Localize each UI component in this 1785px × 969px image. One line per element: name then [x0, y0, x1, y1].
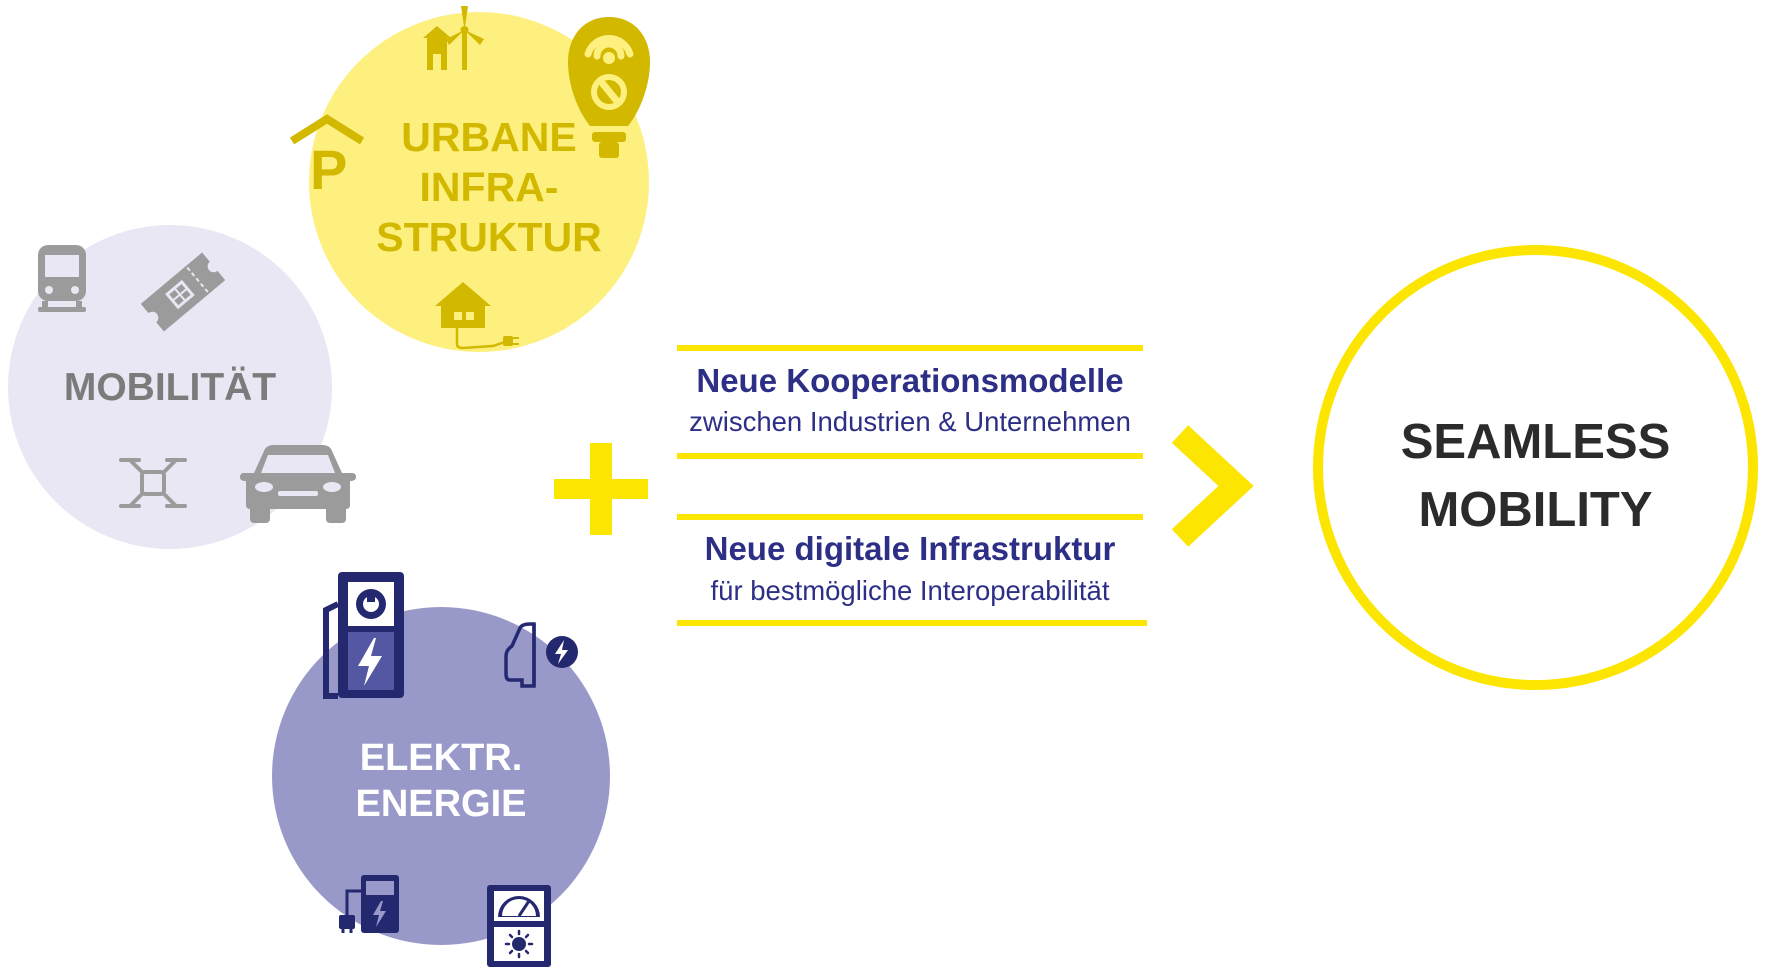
- digital-infrastructure-title: Neue digitale Infrastruktur: [704, 530, 1116, 567]
- drone-icon: [119, 458, 187, 508]
- car-icon: [240, 445, 356, 523]
- seamless-label-line-2: MOBILITY: [1418, 483, 1653, 538]
- energy-label-line-2: ENERGIE: [355, 783, 527, 826]
- energy-label-line-1: ELEKTR.: [359, 737, 523, 779]
- divider-line-bottom: [677, 620, 1147, 626]
- parking-meter-icon: [568, 17, 650, 158]
- meter-icon: [487, 885, 551, 967]
- urban-label-line-3: STRUKTUR: [376, 214, 602, 261]
- cooperation-models-subtitle: zwischen Industrien & Unternehmen: [689, 406, 1131, 437]
- mobility-label-line-1: MOBILITÄT: [63, 366, 277, 409]
- divider-line-middle-1: [677, 453, 1143, 459]
- house-plug-icon: [435, 282, 519, 350]
- urban-infrastructure-label: URBANE INFRA- STRUKTUR: [349, 112, 629, 262]
- chevron-right-icon: [1171, 425, 1254, 547]
- divider-line-middle-2: [677, 514, 1143, 520]
- divider-line-top: [677, 345, 1143, 351]
- energy-label: ELEKTR. ENERGIE: [291, 735, 591, 828]
- ticket-icon: [140, 252, 226, 332]
- parking-garage-icon: P: [289, 114, 365, 201]
- urban-label-line-2: INFRA-: [419, 164, 559, 211]
- seamless-label-line-1: SEAMLESS: [1400, 415, 1671, 469]
- train-icon: [38, 245, 86, 312]
- svg-text:P: P: [310, 138, 347, 201]
- car-charge-icon: [504, 622, 578, 688]
- digital-infrastructure-subtitle: für bestmögliche Interoperabilität: [710, 575, 1110, 606]
- seamless-mobility-label: SEAMLESS MOBILITY: [1333, 408, 1738, 544]
- charging-station-icon: [323, 572, 404, 699]
- urban-label-line-1: URBANE: [401, 114, 577, 160]
- seamless-mobility-circle: [1313, 245, 1758, 690]
- cooperation-models-title: Neue Kooperationsmodelle: [696, 362, 1124, 399]
- wind-house-icon: [423, 6, 484, 70]
- plus-icon: [554, 443, 648, 535]
- small-charger-icon: [339, 875, 399, 933]
- mobility-label: MOBILITÄT: [20, 364, 320, 412]
